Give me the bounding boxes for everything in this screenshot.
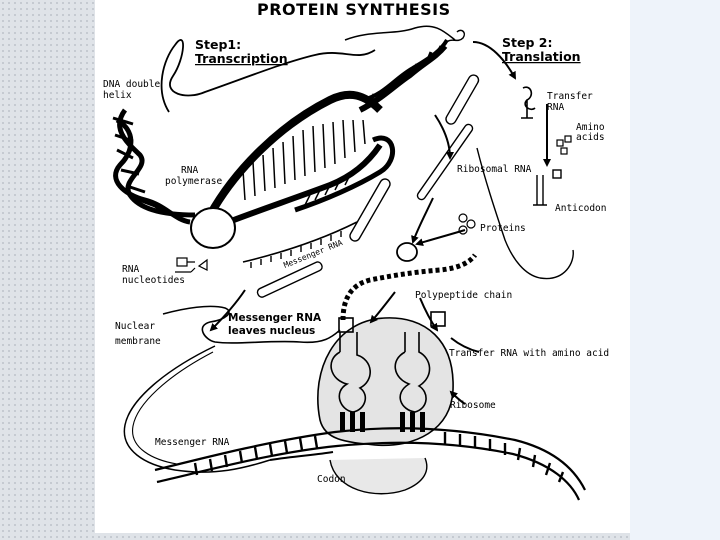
ribosome-subunit (396, 242, 418, 262)
rna-nucleotides (175, 257, 208, 273)
trna-on-ribosome (330, 311, 446, 413)
svg-text:Messenger RNA: Messenger RNA (228, 312, 322, 324)
messenger-rna-bottom (154, 427, 586, 501)
mrna-path-to-ribosome (123, 345, 271, 473)
dna-helix-right (358, 29, 466, 113)
label-nuclear-membrane: Nuclear membrane (115, 321, 161, 347)
svg-text:Step 2:: Step 2: (502, 35, 552, 50)
dna-double-helix (112, 108, 196, 225)
dna-strand-upper (160, 39, 376, 113)
svg-text:helix: helix (103, 90, 132, 101)
anticodon-icon (533, 169, 562, 206)
label-messenger-rna: Messenger RNA (155, 437, 230, 448)
svg-text:Transfer: Transfer (547, 91, 593, 102)
svg-text:Translation: Translation (502, 49, 581, 64)
label-amino-acids: Amino acids (576, 122, 605, 143)
label-dna-double-helix: DNA double helix (103, 79, 160, 101)
svg-text:Step1:: Step1: (195, 37, 241, 52)
transcription-bubble (206, 90, 396, 231)
rna-polymerase (190, 207, 236, 249)
dna-loose-strand (344, 25, 456, 41)
svg-text:DNA double: DNA double (103, 79, 160, 90)
label-rna-nucleotides: RNA nucleotides (122, 264, 185, 286)
label-transfer-rna-with-amino-acid: Transfer RNA with amino acid (449, 348, 609, 359)
amino-acids-icon (556, 135, 572, 155)
svg-text:Amino: Amino (576, 122, 605, 133)
label-transfer-rna: Transfer RNA (547, 91, 593, 113)
label-rna-polymerase: RNA polymerase (165, 165, 222, 187)
transfer-rna-icon (521, 86, 536, 119)
svg-text:membrane: membrane (115, 336, 161, 347)
protein-synthesis-diagram: PROTEIN SYNTHESIS Step1: Transcription S… (95, 0, 630, 533)
step2-heading: Step 2: Translation (502, 35, 581, 64)
label-ribosomal-rna: Ribosomal RNA (457, 164, 532, 175)
svg-text:Transcription: Transcription (195, 51, 288, 66)
label-polypeptide-chain: Polypeptide chain (415, 290, 512, 301)
process-arrows (209, 41, 551, 461)
label-proteins: Proteins (480, 223, 526, 234)
step1-heading: Step1: Transcription (195, 37, 288, 66)
svg-text:acids: acids (576, 132, 605, 143)
side-panel (630, 0, 720, 540)
label-ribosome: Ribosome (450, 400, 496, 411)
nuclear-membrane-line (162, 305, 341, 344)
svg-text:RNA: RNA (547, 102, 564, 113)
ribosomal-rna-segments (256, 74, 480, 298)
polypeptide-chain (340, 253, 478, 321)
svg-text:Nuclear: Nuclear (115, 321, 155, 332)
ribosome (317, 317, 454, 447)
svg-text:leaves nucleus: leaves nucleus (228, 325, 315, 337)
label-anticodon: Anticodon (555, 203, 606, 214)
diagram-title: PROTEIN SYNTHESIS (257, 0, 451, 19)
svg-text:polymerase: polymerase (165, 176, 222, 187)
messenger-rna-strand (242, 221, 358, 268)
label-codon: Codon (317, 474, 346, 485)
proteins-icon (458, 213, 476, 235)
svg-text:RNA: RNA (122, 264, 139, 275)
label-mrna-leaves-nucleus: Messenger RNA leaves nucleus (228, 312, 322, 337)
svg-text:nucleotides: nucleotides (122, 275, 185, 286)
right-curve-strand (476, 147, 574, 280)
codon-marks (340, 412, 425, 432)
svg-text:RNA: RNA (181, 165, 198, 176)
